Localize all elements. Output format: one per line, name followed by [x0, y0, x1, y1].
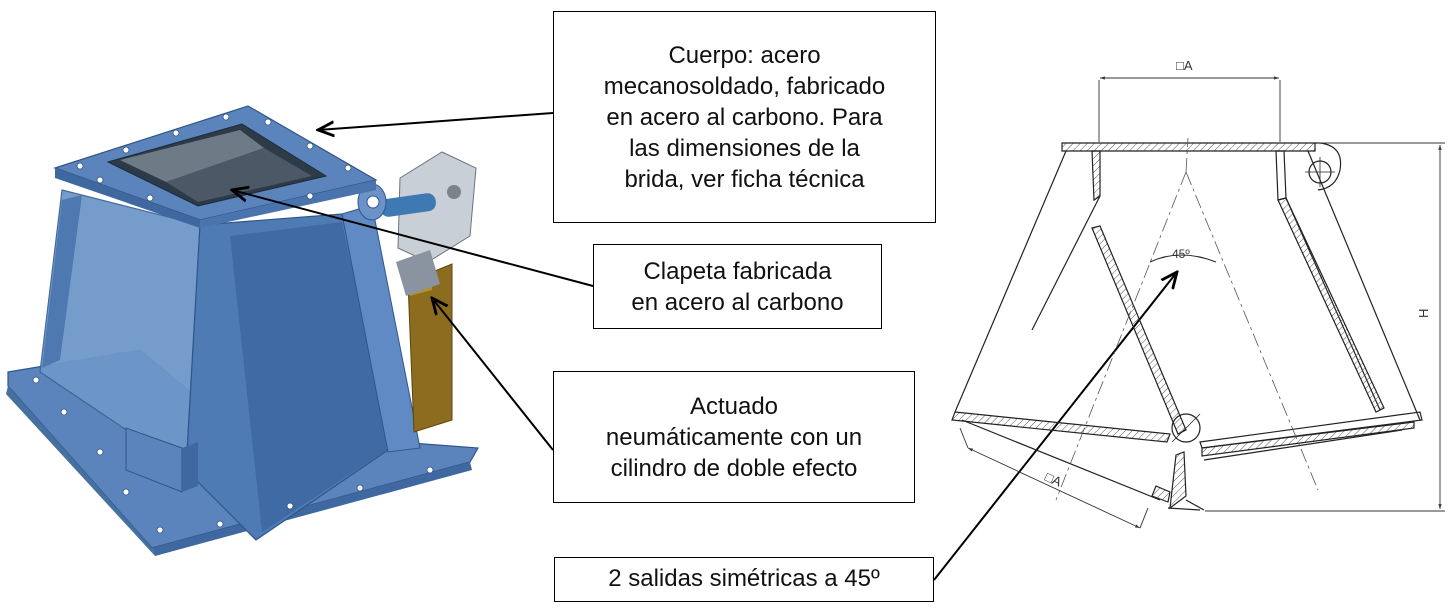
dimension-lines — [959, 76, 1445, 529]
callout-body-material: Cuerpo: acero mecanosoldado, fabricado e… — [553, 11, 936, 223]
actuator-linkage — [380, 151, 477, 296]
leader-flap — [232, 190, 594, 287]
callout-flap-material: Clapeta fabricada en acero al carbono — [593, 244, 882, 329]
callout-body-text: Cuerpo: acero mecanosoldado, fabricado e… — [603, 41, 886, 193]
dim-bottom-label: □A — [1043, 469, 1064, 490]
angle-label: 45º — [1172, 247, 1190, 261]
leader-actuator — [432, 298, 554, 451]
callout-flap-text: Clapeta fabricada en acero al carbono — [631, 257, 844, 316]
flange-bolt-holes — [32, 113, 434, 534]
callout-outlets-text: 2 salidas simétricas a 45º — [608, 565, 880, 592]
leader-body — [318, 112, 554, 130]
dim-height-label: H — [1416, 309, 1431, 318]
technical-drawing — [951, 137, 1423, 511]
valve-3d-render — [6, 105, 479, 556]
callout-actuator-text: Actuado neumáticamente con un cilindro d… — [605, 392, 863, 482]
dim-top-label: □A — [1176, 58, 1193, 73]
callout-outlets: 2 salidas simétricas a 45º — [554, 557, 934, 602]
callout-actuator: Actuado neumáticamente con un cilindro d… — [553, 371, 915, 503]
